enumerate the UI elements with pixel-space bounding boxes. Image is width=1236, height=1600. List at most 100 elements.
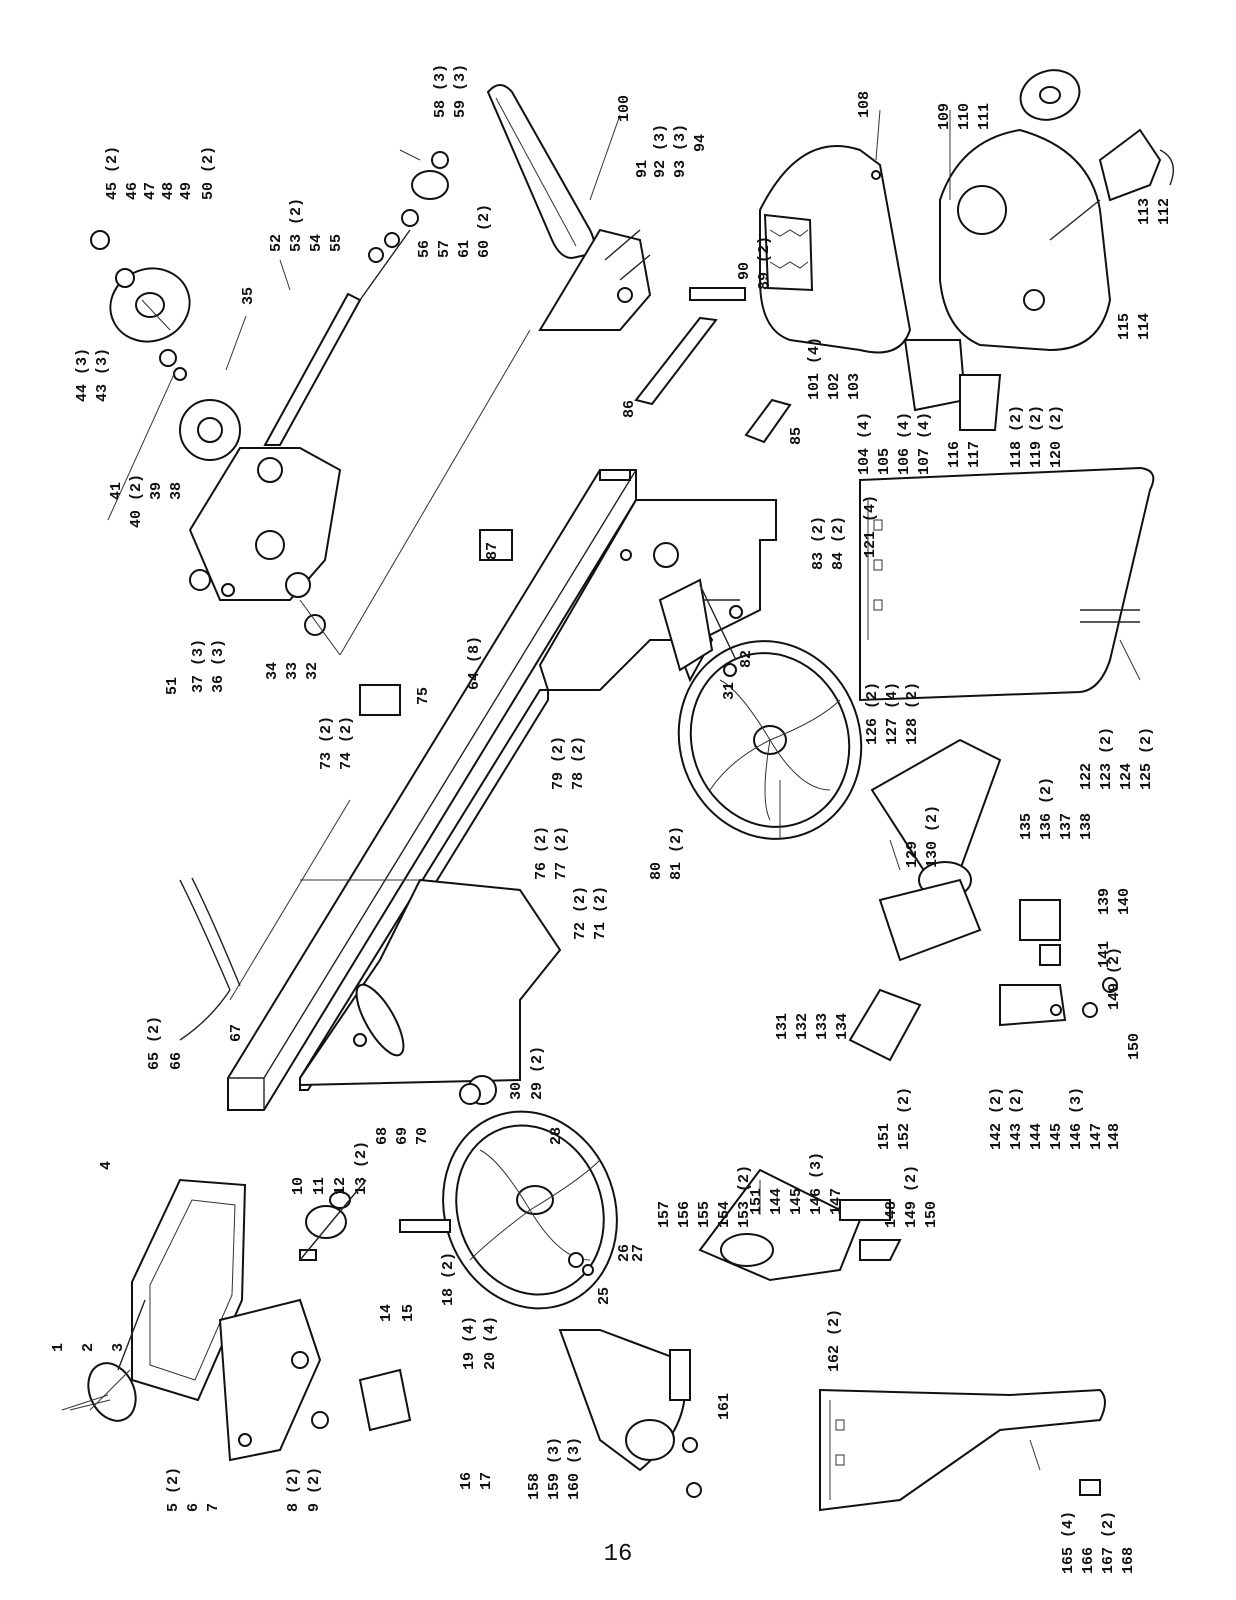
callout: 106 (4) [896, 412, 913, 475]
callout: 71 (2) [592, 886, 609, 940]
callout: 162 (2) [826, 1309, 843, 1372]
callout: 120 (2) [1048, 405, 1065, 468]
callout: 151 [748, 1188, 765, 1215]
callout: 38 [168, 482, 185, 500]
callout: 126 (2) [864, 682, 881, 745]
callout: 1 [50, 1343, 67, 1352]
callout: 136 (2) [1038, 777, 1055, 840]
callout: 135 [1018, 813, 1035, 840]
callout: 35 [240, 287, 257, 305]
gearbox [90, 151, 531, 656]
callout: 50 (2) [200, 146, 217, 200]
callout: 70 [414, 1127, 431, 1145]
callout: 132 [794, 1013, 811, 1040]
callout: 26 [616, 1244, 633, 1262]
callout: 117 [966, 441, 983, 468]
callout: 66 [168, 1052, 185, 1070]
callout: 121 (4) [862, 495, 879, 558]
callout: 60 (2) [476, 204, 493, 258]
page-number: 16 [603, 1541, 633, 1568]
callout: 81 (2) [668, 826, 685, 880]
callout: 25 [596, 1287, 613, 1305]
callout: 134 [834, 1013, 851, 1040]
callout: 100 [616, 95, 633, 122]
callout: 107 (4) [916, 412, 933, 475]
callout: 61 [456, 240, 473, 258]
callout: 76 (2) [533, 826, 550, 880]
callout: 128 (2) [904, 682, 921, 745]
callout: 110 [956, 103, 973, 130]
callout: 123 (2) [1098, 727, 1115, 790]
callout: 124 [1118, 763, 1135, 790]
callout: 45 (2) [104, 146, 121, 200]
callout: 44 (3) [74, 348, 91, 402]
callout: 37 (3) [190, 639, 207, 693]
callout: 8 (2) [285, 1467, 302, 1512]
callout: 34 [264, 662, 281, 680]
lower-guide-arm [558, 1168, 902, 1498]
callout: 46 [124, 182, 141, 200]
callout: 33 [284, 662, 301, 680]
callout: 147 [1088, 1123, 1105, 1150]
callout-labels: 1 2 3 4 5 (2) 6 7 8 (2) 9 (2) 10 11 12 1… [50, 64, 1173, 1574]
callout: 79 (2) [550, 736, 567, 790]
callout: 28 [548, 1127, 565, 1145]
callout: 39 [148, 482, 165, 500]
callout: 143 (2) [1008, 1087, 1025, 1150]
callout: 140 [1116, 888, 1133, 915]
callout: 53 (2) [288, 198, 305, 252]
callout: 116 [946, 441, 963, 468]
callout: 102 [826, 373, 843, 400]
callout: 32 [304, 662, 321, 680]
callout: 94 [692, 134, 709, 152]
callout: 13 (2) [353, 1141, 370, 1195]
callout: 118 (2) [1008, 405, 1025, 468]
callout: 122 [1078, 763, 1095, 790]
callout: 103 [846, 373, 863, 400]
callout: 55 [328, 234, 345, 252]
callout: 5 (2) [165, 1467, 182, 1512]
callout: 78 (2) [570, 736, 587, 790]
callout: 139 [1096, 888, 1113, 915]
callout: 48 [160, 182, 177, 200]
callout: 87 [484, 542, 501, 560]
callout: 156 [676, 1201, 693, 1228]
callout: 91 [634, 160, 651, 178]
callout: 29 (2) [529, 1046, 546, 1100]
callout: 90 [736, 262, 753, 280]
callout: 47 [142, 182, 159, 200]
callout: 111 [976, 103, 993, 130]
main-frame [227, 469, 777, 1111]
callout: 158 [526, 1473, 543, 1500]
callout: 31 [721, 682, 738, 700]
leader-lines [61, 109, 1141, 1471]
callout: 105 [876, 448, 893, 475]
callout: 75 [415, 687, 432, 705]
callout: 2 [80, 1343, 97, 1352]
callout: 159 (3) [546, 1437, 563, 1500]
callout: 157 [656, 1201, 673, 1228]
callout: 30 [508, 1082, 525, 1100]
callout: 86 [621, 400, 638, 418]
callout: 36 (3) [210, 639, 227, 693]
callout: 82 [738, 650, 755, 668]
callout: 67 [228, 1024, 245, 1042]
callout: 125 (2) [1138, 727, 1155, 790]
callout: 40 (2) [128, 474, 145, 528]
table-assembly [87, 1178, 451, 1462]
dust-hose [179, 877, 241, 1041]
callout: 165 (4) [1060, 1511, 1077, 1574]
callout: 152 (2) [896, 1087, 913, 1150]
callout: 54 [308, 234, 325, 252]
callout: 14 [378, 1304, 395, 1322]
callout: 119 (2) [1028, 405, 1045, 468]
callout: 43 (3) [94, 348, 111, 402]
callout: 145 [788, 1188, 805, 1215]
callout: 15 [400, 1304, 417, 1322]
callout: 57 [436, 240, 453, 258]
callout: 68 [374, 1127, 391, 1145]
callout: 9 (2) [306, 1467, 323, 1512]
callout: 145 [1048, 1123, 1065, 1150]
callout: 59 (3) [452, 64, 469, 118]
